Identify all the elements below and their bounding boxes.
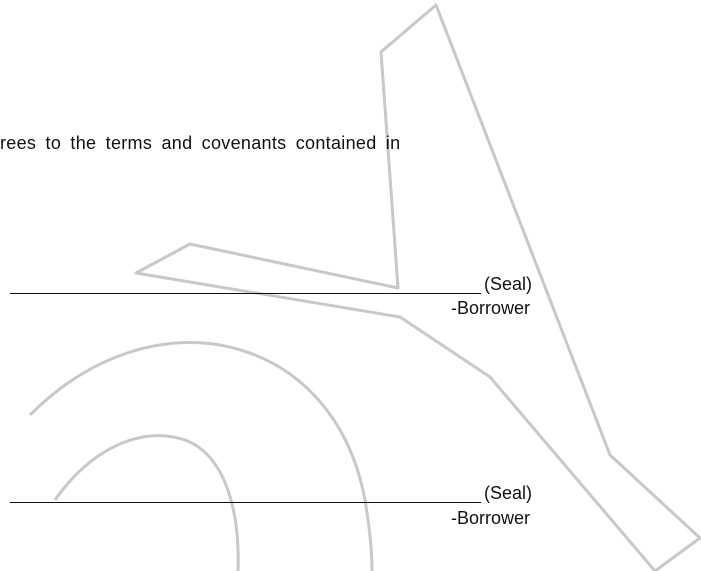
- borrower-label: -Borrower: [451, 298, 531, 318]
- seal-label: (Seal): [484, 274, 533, 294]
- borrower-label: -Borrower: [451, 508, 531, 528]
- seal-label: (Seal): [484, 483, 533, 503]
- body-text: rees to the terms and covenants containe…: [0, 133, 401, 153]
- signature-block-2: (Seal) -Borrower: [0, 480, 701, 540]
- signature-line: [10, 502, 481, 503]
- signature-line: [10, 293, 481, 294]
- signature-block-1: (Seal) -Borrower: [0, 270, 701, 330]
